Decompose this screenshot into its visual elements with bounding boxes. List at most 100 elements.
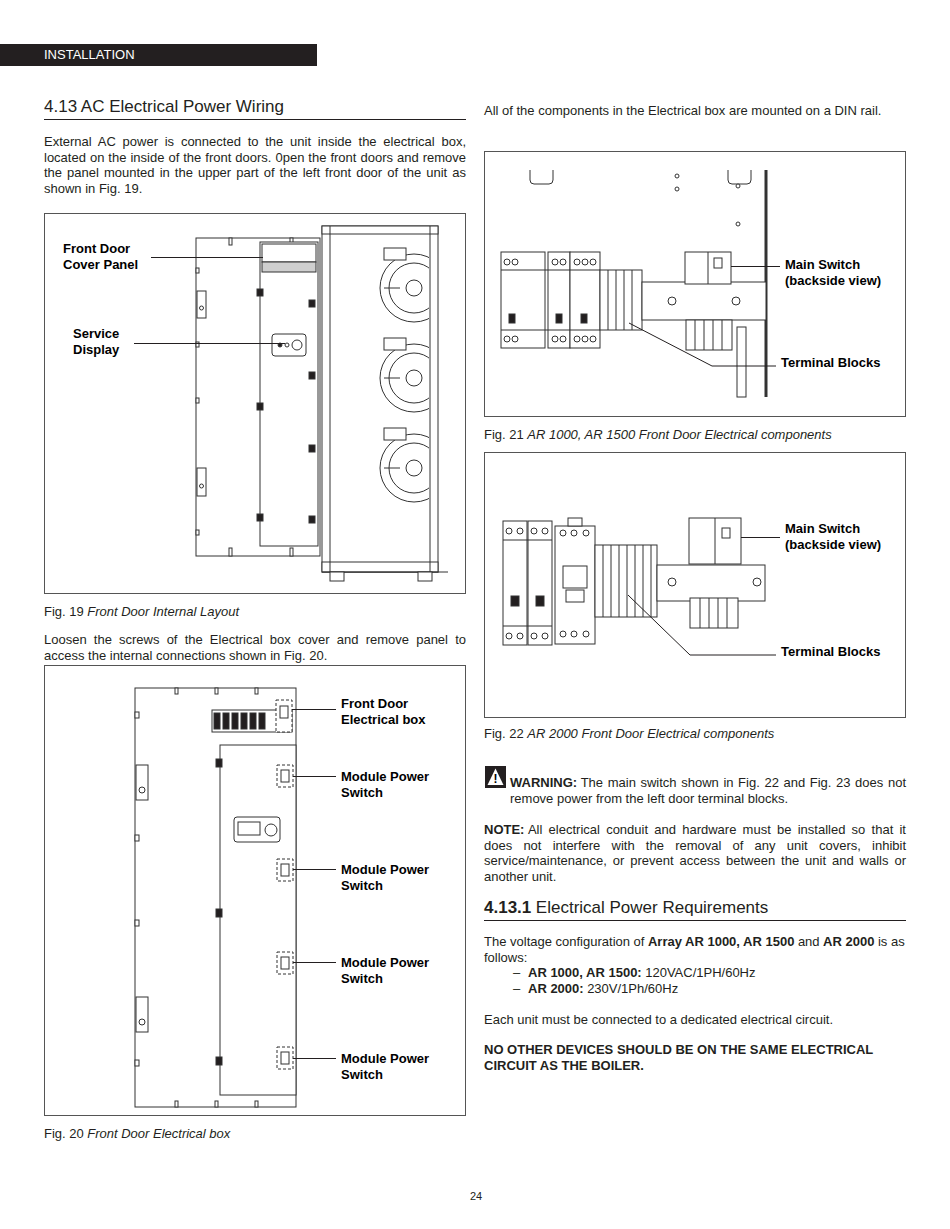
artwork-rect	[581, 314, 587, 323]
artwork-line	[151, 257, 263, 258]
artwork-rect	[135, 920, 139, 926]
artwork-rect	[485, 766, 506, 788]
artwork-circle	[139, 1019, 145, 1025]
warning-text: WARNING:The main switch shown in Fig. 22…	[510, 775, 906, 806]
artwork-rect	[309, 516, 315, 523]
artwork-line	[293, 962, 336, 963]
body-paragraph: External AC power is connected to the un…	[44, 134, 466, 196]
list-dash-text: –	[513, 981, 520, 996]
callout-label: Module Power Switch	[341, 769, 441, 801]
artwork-rect	[214, 713, 220, 729]
warning-mark: !	[489, 772, 502, 786]
callout-label: INSTALLATION	[44, 47, 244, 63]
artwork-rect	[277, 765, 293, 787]
artwork-rect	[196, 342, 199, 347]
din-rail-illustration	[501, 170, 766, 397]
artwork-rect	[570, 252, 600, 348]
artwork-g	[257, 289, 315, 523]
figure-frame: Main Switch (backside view)Terminal Bloc…	[484, 151, 906, 417]
artwork-rect	[309, 445, 315, 452]
list-dash: –	[513, 981, 527, 997]
artwork-line	[704, 320, 705, 350]
artwork-rect	[714, 258, 722, 268]
artwork-rect	[229, 238, 232, 245]
artwork-line	[632, 270, 633, 330]
artwork-rect	[260, 242, 318, 546]
artwork-line	[603, 545, 604, 617]
artwork-line	[727, 598, 728, 628]
artwork-rect	[418, 572, 432, 581]
artwork-rect	[277, 859, 293, 881]
figure-caption-text: AR 1000, AR 1500 Front Door Electrical c…	[527, 427, 831, 442]
callout-label: Module Power Switch	[341, 862, 441, 894]
callout-text: Main Switch (backside view)	[785, 521, 881, 552]
artwork-rect	[689, 518, 741, 564]
artwork-circle	[406, 370, 422, 386]
artwork-circle	[292, 340, 302, 350]
callout-label: Service Display	[73, 326, 137, 358]
artwork-circle	[552, 336, 558, 342]
artwork-circle	[517, 633, 523, 639]
artwork-rect	[250, 713, 256, 729]
artwork-rect	[257, 514, 263, 521]
artwork-rect	[196, 268, 199, 273]
artwork-rect	[600, 270, 642, 330]
artwork-rect	[322, 226, 438, 234]
figure-caption-text: Fig. 19	[44, 604, 84, 619]
artwork-rect	[566, 590, 584, 602]
figure-caption: Fig. 21AR 1000, AR 1500 Front Door Elect…	[484, 427, 906, 443]
artwork-rect	[135, 1060, 139, 1066]
artwork-rect	[384, 428, 406, 440]
figure-caption-text: Fig. 21	[484, 427, 524, 442]
artwork-circle	[560, 631, 566, 637]
door-illustration	[196, 226, 448, 581]
body-paragraph-text: Array AR 1000, AR 1500	[648, 934, 794, 949]
callout-text: Module Power Switch	[341, 1051, 429, 1082]
artwork-circle	[517, 528, 523, 534]
artwork-rect	[555, 526, 595, 644]
artwork-line	[731, 266, 780, 267]
artwork-circle	[590, 259, 596, 265]
din-rail-illustration	[503, 518, 765, 645]
artwork-line	[384, 378, 400, 379]
artwork-line	[627, 545, 628, 617]
artwork-rect	[686, 320, 732, 350]
artwork-circle	[590, 336, 596, 342]
artwork-line	[293, 869, 336, 870]
callout-text: Module Power Switch	[341, 862, 429, 893]
artwork-rect	[536, 596, 544, 606]
artwork-rect	[690, 598, 738, 628]
artwork-circle	[583, 530, 589, 536]
list-item: AR 2000:230V/1Ph/60Hz	[528, 981, 906, 997]
artwork-rect	[175, 1101, 178, 1107]
artwork-line	[643, 545, 644, 617]
artwork-rect	[277, 952, 293, 974]
artwork-rect	[657, 565, 765, 601]
artwork-circle	[753, 578, 761, 586]
leader-lines	[292, 710, 336, 1059]
artwork-line	[651, 545, 652, 617]
artwork-rect	[309, 372, 315, 379]
callout-label: Front Door Electrical box	[341, 696, 441, 728]
artwork-rect	[257, 289, 263, 296]
body-paragraph-text: and	[798, 934, 820, 949]
artwork-circle	[675, 174, 679, 178]
callout-text: Terminal Blocks	[781, 355, 880, 370]
subsection-heading-text: 4.13.1	[484, 898, 531, 917]
figure-caption-text: Fig. 22	[484, 726, 524, 741]
callout-label: Terminal Blocks	[781, 644, 893, 660]
artwork-rect	[563, 566, 587, 588]
callout-text: Terminal Blocks	[781, 644, 880, 659]
artwork-rect	[556, 314, 562, 323]
artwork-rect	[232, 713, 238, 729]
artwork-line	[384, 288, 400, 289]
artwork-rect	[216, 1057, 222, 1065]
callout-label: Module Power Switch	[341, 1051, 441, 1083]
artwork-circle	[668, 297, 676, 305]
artwork-line	[709, 598, 710, 628]
artwork-rect	[215, 688, 218, 694]
callout-label: Terminal Blocks	[781, 355, 893, 371]
artwork-line	[718, 598, 719, 628]
body-paragraph: Each unit must be connected to a dedicat…	[484, 1012, 906, 1028]
artwork-line	[503, 540, 552, 541]
